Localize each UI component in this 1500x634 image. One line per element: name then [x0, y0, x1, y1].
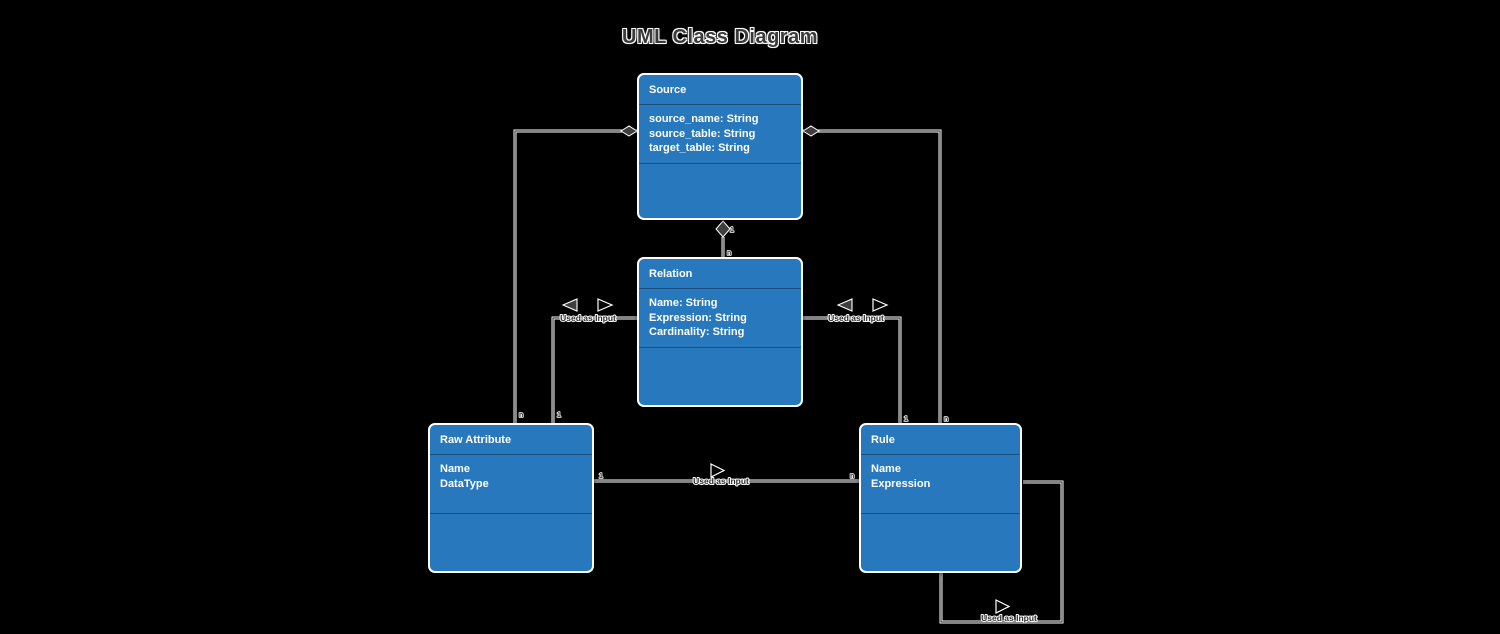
- multiplicity-label: n: [519, 412, 523, 419]
- composition-diamond-icon: [802, 125, 820, 137]
- multiplicity-label: 1: [599, 473, 603, 480]
- direction-arrow-right-icon: [995, 599, 1011, 614]
- class-attributes: source_name: String source_table: String…: [639, 105, 801, 164]
- class-title: Source: [639, 75, 801, 105]
- class-methods: [639, 164, 801, 218]
- edge-rule-relation: Used as Input 1: [803, 298, 909, 424]
- class-box-source: Source source_name: String source_table:…: [637, 73, 803, 220]
- direction-arrow-right-icon: [872, 298, 889, 312]
- class-attribute: target_table: String: [649, 142, 750, 155]
- edge-label: Used as Input: [981, 613, 1037, 623]
- class-methods: [430, 514, 592, 571]
- class-attribute: Name: String: [649, 297, 718, 309]
- class-box-raw-attribute: Raw Attribute Name DataType: [428, 423, 594, 573]
- multiplicity-label: 1: [730, 227, 734, 234]
- edge-rawattribute-relation: Used as Input 1: [551, 298, 637, 423]
- edge-rawattribute-rule: Used as Input 1 n: [594, 463, 859, 487]
- class-methods: [639, 348, 801, 405]
- class-methods: [861, 514, 1020, 571]
- multiplicity-label: n: [850, 473, 854, 480]
- direction-arrow-left-icon: [836, 298, 853, 312]
- class-attribute: source_table: String: [649, 127, 756, 140]
- class-box-relation: Relation Name: String Expression: String…: [637, 257, 803, 407]
- edge-source-rawattribute: n: [513, 125, 638, 423]
- edge-label: Used as Input: [560, 313, 616, 323]
- class-attribute: Expression: String: [649, 311, 747, 324]
- composition-diamond-icon: [715, 220, 731, 238]
- class-attributes: Name DataType: [430, 455, 592, 514]
- class-attribute: DataType: [440, 477, 489, 490]
- composition-diamond-icon: [620, 125, 638, 137]
- class-title: Relation: [639, 259, 801, 289]
- class-title: Raw Attribute: [430, 425, 592, 455]
- class-attribute: source_name: String: [649, 113, 759, 125]
- direction-arrow-right-icon: [597, 298, 614, 312]
- direction-arrow-left-icon: [561, 298, 578, 312]
- multiplicity-label: n: [944, 416, 948, 423]
- edge-source-relation: 1 n: [715, 220, 735, 258]
- class-attributes: Name Expression: [861, 455, 1020, 514]
- edge-label: Used as Input: [828, 313, 884, 323]
- class-attribute: Cardinality: String: [649, 326, 745, 339]
- class-title: Rule: [861, 425, 1020, 455]
- class-box-rule: Rule Name Expression: [859, 423, 1022, 573]
- class-attributes: Name: String Expression: String Cardinal…: [639, 289, 801, 348]
- edge-rule-self-loop: Used as Input: [939, 480, 1064, 624]
- edge-source-rule: n: [802, 125, 949, 424]
- multiplicity-label: 1: [904, 416, 908, 423]
- class-attribute: Expression: [871, 477, 931, 490]
- class-attribute: Name: [440, 463, 470, 475]
- diagram-title: UML Class Diagram: [622, 26, 818, 48]
- edge-label: Used as Input: [693, 476, 749, 486]
- direction-arrow-right-icon: [710, 463, 726, 478]
- class-attribute: Name: [871, 463, 901, 475]
- multiplicity-label: n: [727, 250, 731, 257]
- multiplicity-label: 1: [557, 412, 561, 419]
